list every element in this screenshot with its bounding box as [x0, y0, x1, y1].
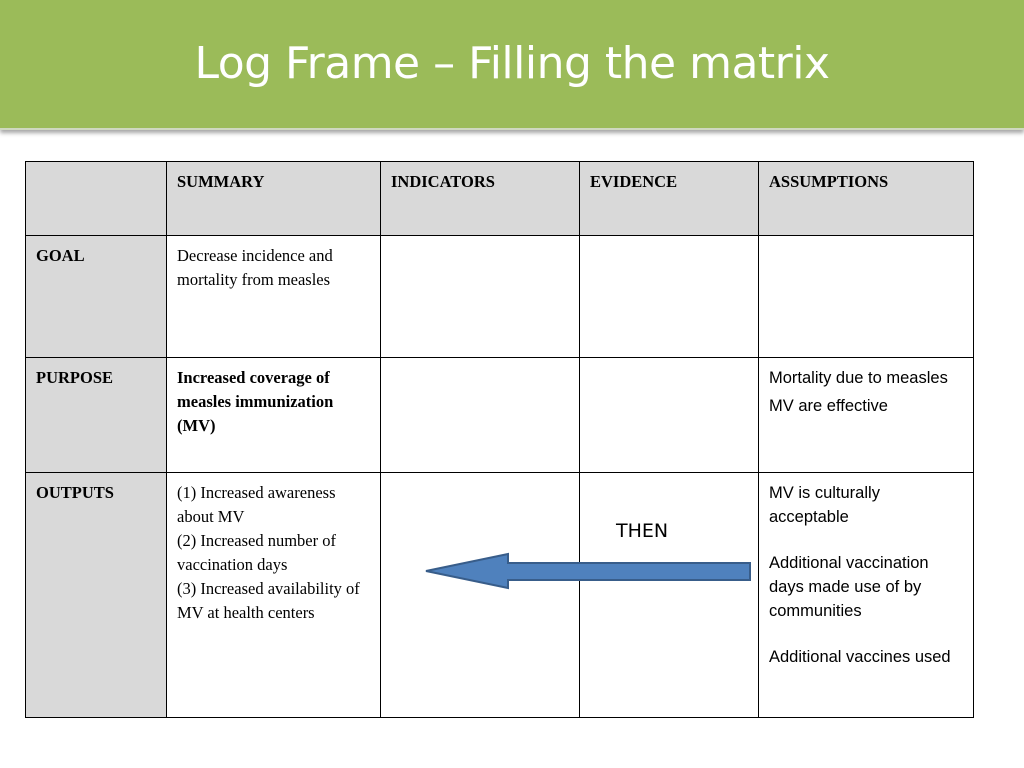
header-summary: SUMMARY — [166, 161, 381, 236]
outputs-summary: (1) Increased awareness about MV (2) Inc… — [166, 472, 381, 718]
output-item-1: (1) Increased awareness about MV — [177, 483, 336, 526]
then-label: THEN — [616, 520, 669, 542]
header-corner — [25, 161, 167, 236]
table-header-row: SUMMARY INDICATORS EVIDENCE ASSUMPTIONS — [25, 161, 974, 236]
goal-evidence — [579, 235, 759, 358]
table-row-outputs: OUTPUTS (1) Increased awareness about MV… — [25, 472, 974, 718]
left-arrow-icon — [425, 552, 751, 590]
goal-assumptions — [758, 235, 974, 358]
purpose-indicators — [380, 357, 580, 473]
purpose-evidence — [579, 357, 759, 473]
purpose-assumptions: Mortality due to measles MV are effectiv… — [758, 357, 974, 473]
slide-title: Log Frame – Filling the matrix — [194, 38, 830, 89]
outputs-assumption-3: Additional vaccines used — [769, 648, 951, 666]
goal-indicators — [380, 235, 580, 358]
header-assumptions: ASSUMPTIONS — [758, 161, 974, 236]
outputs-evidence — [579, 472, 759, 718]
row-label-goal: GOAL — [25, 235, 167, 358]
logframe-matrix: SUMMARY INDICATORS EVIDENCE ASSUMPTIONS … — [25, 161, 974, 718]
outputs-indicators — [380, 472, 580, 718]
goal-summary: Decrease incidence and mortality from me… — [166, 235, 381, 358]
title-bar: Log Frame – Filling the matrix — [0, 0, 1024, 130]
output-item-2: (2) Increased number of vaccination days — [177, 531, 336, 574]
row-label-outputs: OUTPUTS — [25, 472, 167, 718]
arrow-shape — [425, 552, 751, 590]
row-label-purpose: PURPOSE — [25, 357, 167, 473]
purpose-summary: Increased coverage of measles immunizati… — [166, 357, 381, 473]
purpose-assumption-1: Mortality due to measles — [769, 369, 948, 387]
table-row-goal: GOAL Decrease incidence and mortality fr… — [25, 235, 974, 358]
purpose-assumption-2: MV are effective — [769, 397, 888, 415]
table-row-purpose: PURPOSE Increased coverage of measles im… — [25, 357, 974, 473]
header-indicators: INDICATORS — [380, 161, 580, 236]
outputs-assumption-2: Additional vaccination days made use of … — [769, 554, 929, 620]
output-item-3: (3) Increased availability of MV at heal… — [177, 579, 360, 622]
outputs-assumption-1: MV is culturally acceptable — [769, 484, 880, 526]
outputs-assumptions: MV is culturally acceptable Additional v… — [758, 472, 974, 718]
header-evidence: EVIDENCE — [579, 161, 759, 236]
